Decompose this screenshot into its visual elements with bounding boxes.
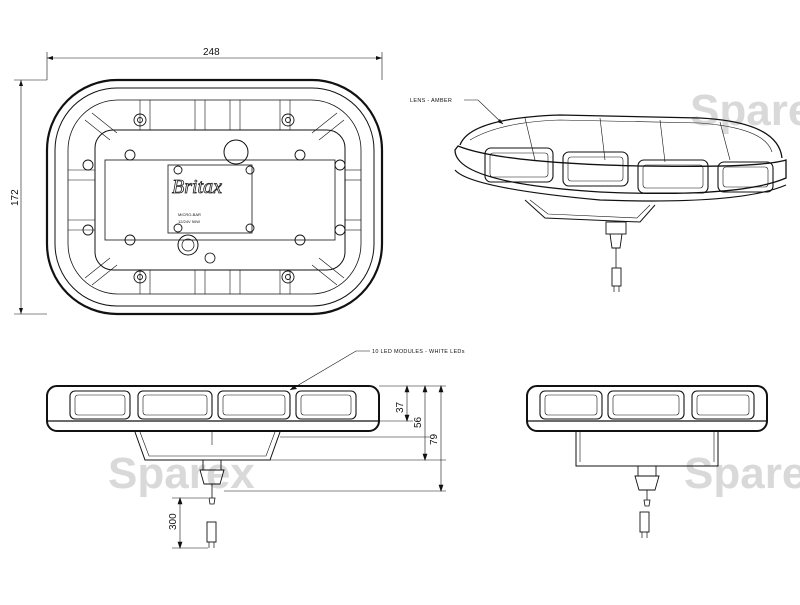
perspective-plug xyxy=(611,267,622,287)
end-view-led-module-3 xyxy=(691,390,755,420)
product-label: Britax MICRO-BAR 12/24V 50W xyxy=(172,176,223,224)
dimension-total-label: 79 xyxy=(429,433,440,445)
side-view-body xyxy=(46,385,380,432)
perspective-body-band xyxy=(454,145,787,195)
model-text: MICRO-BAR xyxy=(178,212,201,217)
top-view: Britax MICRO-BAR 12/24V 50W xyxy=(45,78,384,316)
top-view-screw-bosses xyxy=(82,113,346,284)
end-view-plug xyxy=(639,511,650,533)
top-view-vent-hole xyxy=(223,139,249,165)
top-view-grommet xyxy=(204,252,216,264)
end-view-led-module-2 xyxy=(607,390,685,420)
perspective-led-module-1 xyxy=(484,147,554,183)
dimension-width: 248 xyxy=(46,47,383,80)
perspective-led-module-2 xyxy=(562,151,629,187)
side-view-led-module-4 xyxy=(295,390,357,420)
watermark-top-right: Sparex xyxy=(690,86,800,135)
side-view xyxy=(46,385,380,548)
callout-modules-label: 10 LED MODULES - WHITE LEDs xyxy=(372,349,465,355)
callout-lens: LENS - AMBER xyxy=(410,98,504,125)
perspective-led-module-3 xyxy=(637,159,709,194)
dimension-cable xyxy=(172,497,208,549)
watermark-bottom-left: Sparex xyxy=(108,449,255,498)
top-view-outer-shell xyxy=(45,78,384,316)
callout-lens-label: LENS - AMBER xyxy=(410,98,452,104)
watermark-group: Sparex Sparex Sparex xyxy=(108,86,800,498)
end-view-stem xyxy=(637,465,657,477)
top-view-ribs xyxy=(68,100,361,294)
top-view-label-panel xyxy=(167,164,253,234)
side-view-led-module-1 xyxy=(69,390,131,420)
callout-modules: 10 LED MODULES - WHITE LEDs xyxy=(289,349,465,391)
end-view xyxy=(526,385,768,538)
dimension-body-label: 56 xyxy=(413,416,424,428)
side-view-led-module-2 xyxy=(137,390,213,420)
dimension-lens-label: 37 xyxy=(395,401,406,413)
top-view-inner-shell xyxy=(54,87,375,307)
perspective-led-module-4 xyxy=(717,161,774,193)
side-view-led-module-3 xyxy=(217,390,291,420)
perspective-view xyxy=(454,114,787,292)
dimension-height: 172 xyxy=(10,79,47,315)
dimension-width-label: 248 xyxy=(203,47,220,58)
perspective-bracket xyxy=(524,199,656,223)
dimension-cable-label: 300 xyxy=(168,513,179,530)
end-view-led-module-1 xyxy=(539,390,603,420)
perspective-lens-dome xyxy=(459,114,783,159)
top-view-cable-gland xyxy=(177,234,199,256)
side-view-plug xyxy=(206,521,217,543)
end-view-body xyxy=(526,385,768,432)
dimension-height-label: 172 xyxy=(10,189,21,206)
top-view-center-panel xyxy=(104,159,336,241)
top-view-lens-ring xyxy=(67,99,362,295)
perspective-stem xyxy=(605,221,627,235)
brand-logo: Britax xyxy=(172,176,222,198)
watermark-bottom-right: Sparex xyxy=(684,449,800,498)
rating-text: 12/24V 50W xyxy=(178,219,200,224)
top-view-base-plate xyxy=(94,129,346,271)
dimension-side-heights xyxy=(224,385,446,492)
